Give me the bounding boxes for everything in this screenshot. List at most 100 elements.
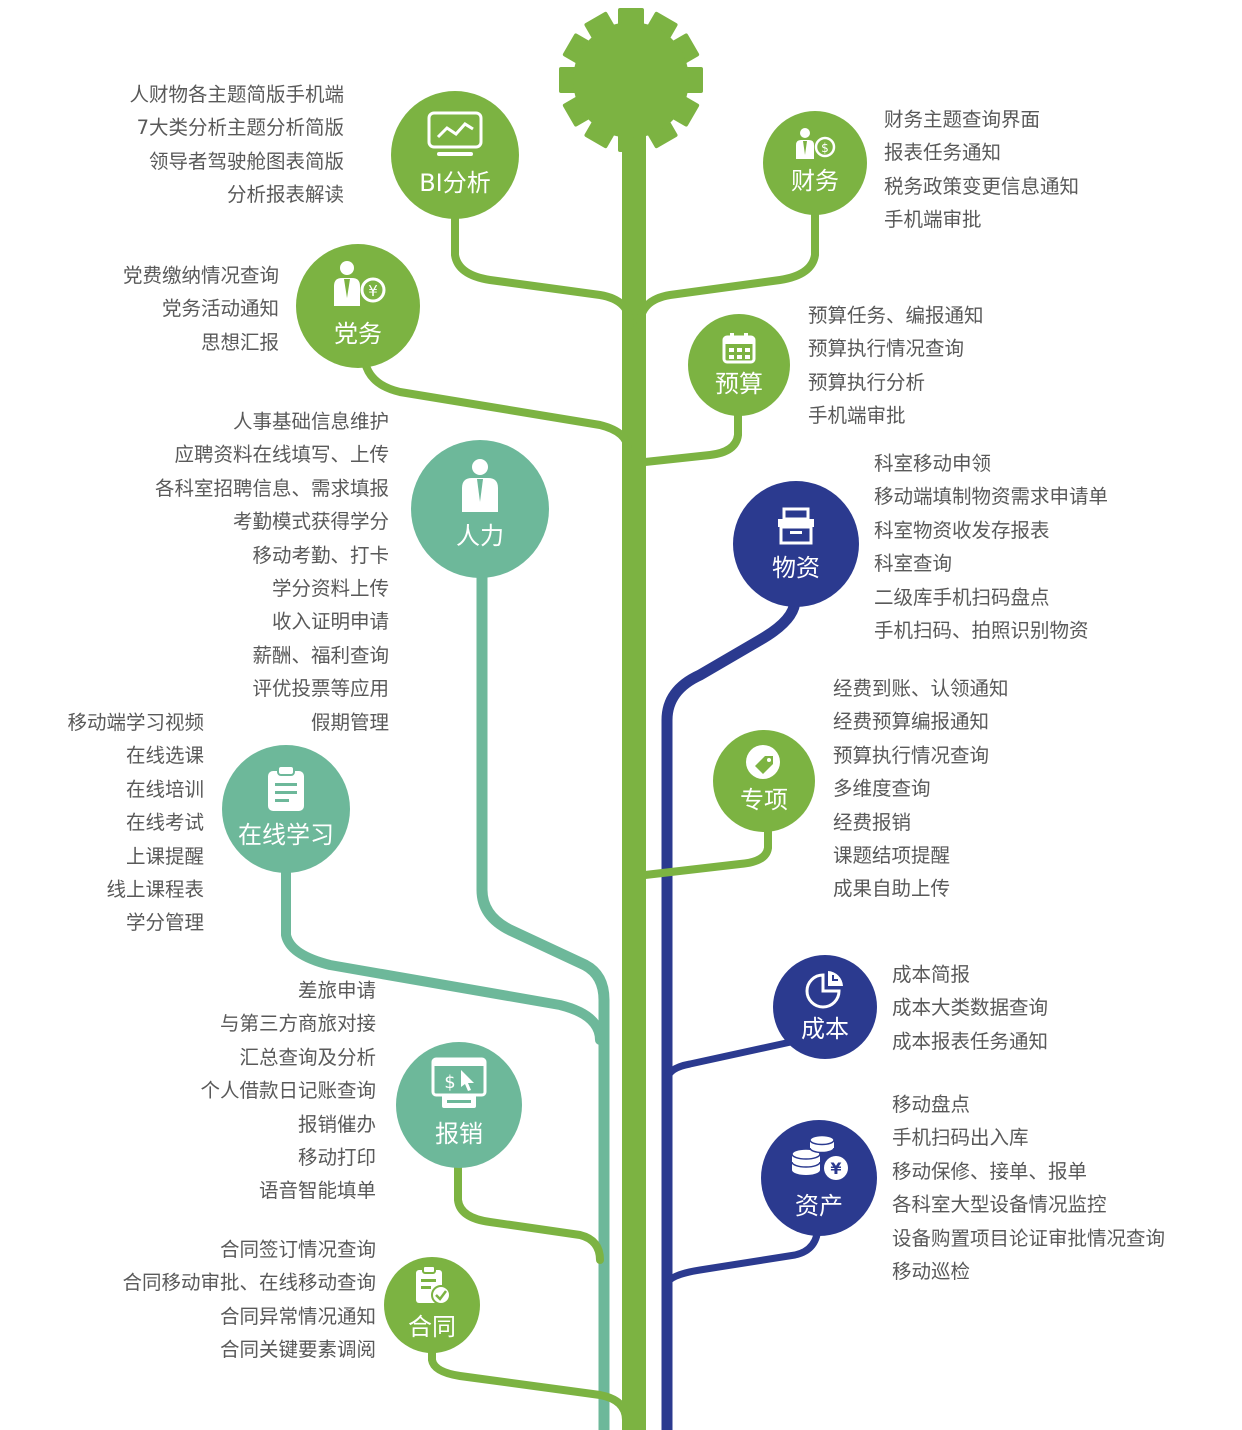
list-item: 预算执行情况查询 <box>833 743 990 767</box>
list-item: 汇总查询及分析 <box>239 1045 376 1069</box>
node-expense: $ 报销 <box>396 1042 522 1168</box>
node-material: 物资 <box>733 481 859 607</box>
list-item: 人财物各主题简版手机端 <box>129 83 344 106</box>
list-item: 课题结项提醒 <box>833 844 951 868</box>
node-contract: 合同 <box>384 1257 480 1353</box>
svg-text:¥: ¥ <box>368 282 378 300</box>
node-label: BI分析 <box>419 169 491 197</box>
list-item: 预算执行分析 <box>808 370 926 394</box>
node-label: 在线学习 <box>238 821 334 849</box>
list-item: 移动保修、接单、报单 <box>892 1159 1088 1183</box>
list-item: 个人借款日记账查询 <box>200 1079 376 1103</box>
list-item: 经费报销 <box>833 810 912 834</box>
green-branch-bi <box>451 211 634 329</box>
list-item: 与第三方商旅对接 <box>219 1012 376 1036</box>
list-item: 差旅申请 <box>297 979 376 1002</box>
green-branch-contract <box>428 1346 630 1424</box>
navy-branch-asset <box>663 1221 822 1289</box>
node-label: 报销 <box>435 1120 483 1148</box>
node-label: 人力 <box>456 522 504 550</box>
node-budget: 预算 <box>688 314 790 416</box>
list-item: 设备购置项目论证审批情况查询 <box>892 1226 1166 1250</box>
clipboard-check-icon <box>416 1265 451 1305</box>
node-party: ¥ 党务 <box>296 244 420 368</box>
user-tie-icon <box>462 459 498 512</box>
list-item: 经费预算编报通知 <box>833 710 990 734</box>
node-label: 成本 <box>801 1015 849 1043</box>
contract-items: 合同签订情况查询 合同移动审批、在线移动查询 合同异常情况通知 合同关键要素调阅 <box>122 1233 376 1367</box>
list-item: 成本简报 <box>892 963 971 986</box>
green-branch-finance <box>636 206 819 329</box>
party-items: 党费缴纳情况查询 党务活动通知 思想汇报 <box>123 259 279 359</box>
asset-items: 移动盘点 手机扫码出入库 移动保修、接单、报单 各科室大型设备情况监控 设备购置… <box>892 1088 1165 1288</box>
node-label: 财务 <box>791 167 839 195</box>
node-label: 物资 <box>772 554 820 582</box>
tag-icon <box>746 745 780 779</box>
list-item: 移动打印 <box>297 1146 376 1170</box>
list-item: 在线考试 <box>125 811 204 835</box>
node-label: 资产 <box>795 1192 843 1220</box>
list-item: 学分资料上传 <box>271 577 389 601</box>
list-item: 手机扫码出入库 <box>892 1126 1029 1150</box>
list-item: 合同签订情况查询 <box>219 1238 376 1261</box>
list-item: 二级库手机扫码盘点 <box>874 585 1050 609</box>
list-item: 假期管理 <box>310 710 389 734</box>
list-item: 学分管理 <box>125 911 204 935</box>
list-item: 移动端学习视频 <box>67 711 204 734</box>
node-project: 专项 <box>713 730 815 832</box>
node-label: 专项 <box>740 786 788 814</box>
clipboard-icon <box>268 765 304 811</box>
list-item: 手机扫码、拍照识别物资 <box>874 619 1089 643</box>
project-items: 经费到账、认领通知 经费预算编报通知 预算执行情况查询 多维度查询 经费报销 课… <box>833 672 1009 906</box>
list-item: 成果自助上传 <box>833 877 951 901</box>
bi-items: 人财物各主题简版手机端 7大类分析主题分析简版 领导者驾驶舱图表简版 分析报表解… <box>129 78 344 212</box>
gear-icon <box>559 8 703 152</box>
list-item: 党务活动通知 <box>161 297 279 321</box>
list-item: 在线选课 <box>125 744 204 768</box>
list-item: 报表任务通知 <box>884 141 1002 165</box>
node-label: 预算 <box>715 370 763 398</box>
monitor-chart-icon <box>427 111 483 156</box>
node-finance: $ 财务 <box>763 111 867 215</box>
list-item: 人事基础信息维护 <box>232 410 389 433</box>
node-learning: 在线学习 <box>222 745 350 873</box>
list-item: 党费缴纳情况查询 <box>122 264 279 287</box>
node-bi: BI分析 <box>391 91 519 219</box>
payment-screen-icon: $ <box>431 1057 487 1108</box>
list-item: 多维度查询 <box>833 777 931 801</box>
list-item: 收入证明申请 <box>271 610 389 634</box>
list-item: 领导者驾驶舱图表简版 <box>148 149 344 173</box>
list-item: 科室查询 <box>874 552 953 576</box>
navy-branch-cost <box>663 1036 804 1084</box>
hr-items: 人事基础信息维护 应聘资料在线填写、上传 各科室招聘信息、需求填报 考勤模式获得… <box>155 405 389 739</box>
budget-items: 预算任务、编报通知 预算执行情况查询 预算执行分析 手机端审批 <box>808 299 984 433</box>
list-item: 应聘资料在线填写、上传 <box>174 443 389 467</box>
list-item: 移动巡检 <box>892 1260 971 1284</box>
list-item: 税务政策变更信息通知 <box>884 174 1080 198</box>
list-item: 考勤模式获得学分 <box>232 510 389 534</box>
list-item: 思想汇报 <box>200 330 279 354</box>
list-item: 上课提醒 <box>125 844 204 868</box>
list-item: 科室移动申领 <box>874 452 992 475</box>
learning-items: 移动端学习视频 在线选课 在线培训 在线考试 上课提醒 线上课程表 学分管理 <box>67 706 204 940</box>
green-branch-party <box>361 358 632 454</box>
svg-text:¥: ¥ <box>830 1159 841 1178</box>
user-money-icon: $ <box>796 128 836 159</box>
list-item: 成本大类数据查询 <box>892 996 1049 1020</box>
list-item: 分析报表解读 <box>226 183 344 207</box>
pie-chart-icon <box>805 971 843 1009</box>
node-label: 党务 <box>334 320 382 348</box>
node-cost: 成本 <box>773 955 877 1059</box>
list-item: 经费到账、认领通知 <box>833 677 1009 700</box>
list-item: 合同异常情况通知 <box>219 1304 376 1328</box>
list-item: 薪酬、福利查询 <box>252 643 389 667</box>
teal-branch-learning <box>281 865 605 1045</box>
list-item: 移动盘点 <box>892 1093 971 1116</box>
list-item: 移动考勤、打卡 <box>252 543 389 567</box>
list-item: 语音智能填单 <box>258 1179 376 1203</box>
teal-trunk <box>476 569 610 1430</box>
box-icon <box>778 507 814 545</box>
list-item: 线上课程表 <box>106 878 204 902</box>
node-asset: ¥ 资产 <box>761 1120 877 1236</box>
